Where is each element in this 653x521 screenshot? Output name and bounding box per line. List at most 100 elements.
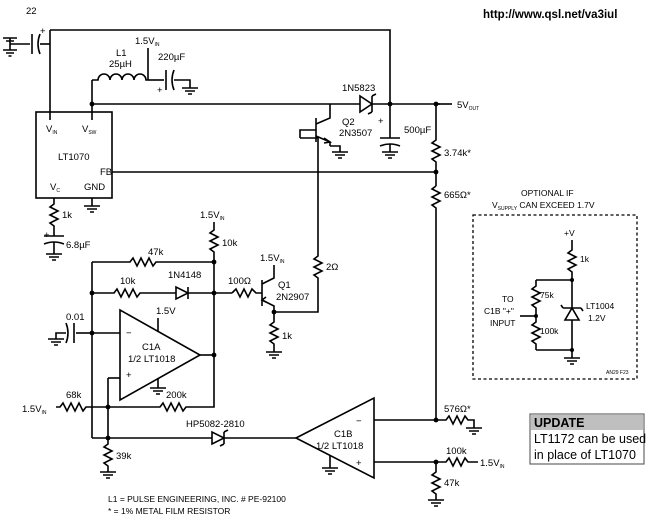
d-hp-label: HP5082-2810 bbox=[186, 419, 245, 430]
ground-icon bbox=[466, 427, 482, 435]
optional-box bbox=[472, 214, 638, 380]
svg-text:−: − bbox=[356, 416, 362, 427]
resistor-3-74k bbox=[430, 104, 442, 186]
resistor-opt-1k bbox=[566, 240, 578, 280]
c220-label: 220µF bbox=[158, 52, 185, 63]
svg-text:+: + bbox=[40, 26, 46, 37]
top-rail bbox=[50, 29, 391, 104]
ground-icon bbox=[322, 456, 338, 475]
r39k-label: 39k bbox=[116, 451, 132, 462]
optional-title-2: VSUPPLY CAN EXCEED 1.7V bbox=[492, 200, 595, 212]
optional-title-1: OPTIONAL IF bbox=[521, 188, 574, 198]
fig-id: AN29 F23 bbox=[606, 370, 629, 376]
svg-text:+: + bbox=[126, 370, 132, 381]
r68k-label: 68k bbox=[66, 390, 82, 401]
diode-1n5823-label: 1N5823 bbox=[342, 83, 375, 94]
q1-part: 2N2907 bbox=[276, 292, 309, 303]
d1n4148-label: 1N4148 bbox=[168, 270, 201, 281]
ic-fb-pin: FB bbox=[100, 167, 112, 178]
ic-vin-pin: VIN bbox=[46, 124, 58, 136]
r47k-b-label: 47k bbox=[444, 478, 460, 489]
ground-icon bbox=[182, 87, 198, 95]
resistor-47k-b bbox=[430, 462, 442, 500]
ground-icon bbox=[84, 205, 100, 213]
c1b-part: 1/2 LT1018 bbox=[316, 441, 363, 452]
opamp-vdd-label: 1.5V bbox=[156, 306, 176, 317]
optional-plus-v: +V bbox=[564, 228, 575, 238]
r10k-label: 10k bbox=[120, 276, 136, 287]
resistor-opt-75k bbox=[530, 280, 542, 316]
r200k-label: 200k bbox=[166, 390, 187, 401]
comparator-c1a bbox=[119, 308, 202, 402]
supply-q1-label: 1.5VIN bbox=[260, 253, 285, 265]
note-res: * = 1% METAL FILM RESISTOR bbox=[108, 506, 230, 516]
resistor-1k-q1 bbox=[268, 312, 280, 352]
supply-mid-label: 1.5VIN bbox=[200, 210, 225, 222]
q2-label: Q2 bbox=[342, 117, 355, 128]
input-capacitor-22 bbox=[3, 33, 50, 55]
resistor-100-ohm bbox=[231, 287, 262, 299]
resistor-100k-b bbox=[436, 456, 478, 468]
resistor-2-ohm bbox=[300, 137, 324, 290]
opt-input: INPUT bbox=[490, 318, 516, 328]
opt-r1k-label: 1k bbox=[580, 254, 590, 264]
ground-icon bbox=[564, 357, 580, 365]
svg-text:+: + bbox=[378, 116, 384, 127]
source-url[interactable]: http://www.qsl.net/va3iul bbox=[483, 9, 617, 21]
c001-label: 0.01 bbox=[66, 312, 85, 323]
c68-label: 6.8µF bbox=[66, 240, 91, 251]
resistor-opt-100k bbox=[530, 316, 542, 350]
r374-label: 3.74k* bbox=[444, 148, 471, 159]
r576-label: 576Ω* bbox=[444, 404, 471, 415]
resistor-10k-top bbox=[208, 222, 220, 262]
svg-text:+: + bbox=[157, 85, 163, 96]
ground-icon bbox=[48, 332, 66, 346]
resistor-10k bbox=[92, 287, 176, 299]
schottky-diode-1n5823 bbox=[359, 94, 374, 114]
ground-icon bbox=[332, 151, 348, 159]
q2-part: 2N3507 bbox=[339, 128, 372, 139]
inductor-l1 bbox=[92, 73, 148, 81]
ground-icon bbox=[3, 44, 17, 57]
ground-icon bbox=[46, 242, 62, 261]
r1k-vc-label: 1k bbox=[62, 210, 72, 221]
c1a-part: 1/2 LT1018 bbox=[128, 354, 175, 365]
opt-c1b-plus: C1B "+" bbox=[484, 306, 514, 316]
ground-icon bbox=[150, 378, 166, 395]
ic-name: LT1070 bbox=[58, 152, 90, 163]
r47k-label: 47k bbox=[148, 247, 164, 258]
r1k-q1-label: 1k bbox=[282, 331, 292, 342]
r10k-top-label: 10k bbox=[222, 238, 238, 249]
resistor-1k-vc bbox=[48, 198, 60, 230]
resistor-68k bbox=[56, 401, 108, 413]
opt-r75k-label: 75k bbox=[540, 290, 554, 300]
opt-ref-part: LT1004 bbox=[586, 301, 614, 311]
lt1070-ic bbox=[35, 111, 113, 199]
update-line-2: in place of LT1070 bbox=[534, 448, 636, 462]
resistor-39k bbox=[102, 438, 114, 472]
diode-1n4148 bbox=[175, 285, 190, 301]
ground-icon bbox=[428, 499, 444, 507]
schottky-diode-hp5082 bbox=[211, 430, 226, 446]
ic-vsw-pin: VSW bbox=[82, 124, 97, 136]
ic-vc-pin: VC bbox=[50, 182, 60, 194]
vout-label: 5VOUT bbox=[457, 100, 479, 112]
r2ohm-label: 2Ω bbox=[326, 262, 338, 273]
r665-label: 665Ω* bbox=[444, 190, 471, 201]
opt-ref-v: 1.2V bbox=[588, 313, 606, 323]
svg-text:+: + bbox=[356, 458, 362, 469]
r100-label: 100Ω bbox=[228, 276, 251, 287]
update-title: UPDATE bbox=[534, 416, 584, 430]
l1-value: 25µH bbox=[109, 59, 132, 70]
resistor-665 bbox=[430, 185, 442, 420]
svg-text:−: − bbox=[126, 328, 132, 339]
comparator-c1b bbox=[294, 396, 375, 480]
r100k-b-label: 100k bbox=[446, 446, 467, 457]
c-in-label: 22 bbox=[26, 6, 37, 17]
supply-b-label: 1.5VIN bbox=[480, 458, 505, 470]
supply-left-label: 1.5VIN bbox=[22, 404, 47, 416]
resistor-47k bbox=[92, 256, 214, 268]
ground-icon bbox=[266, 351, 282, 359]
resistor-576 bbox=[436, 414, 475, 428]
